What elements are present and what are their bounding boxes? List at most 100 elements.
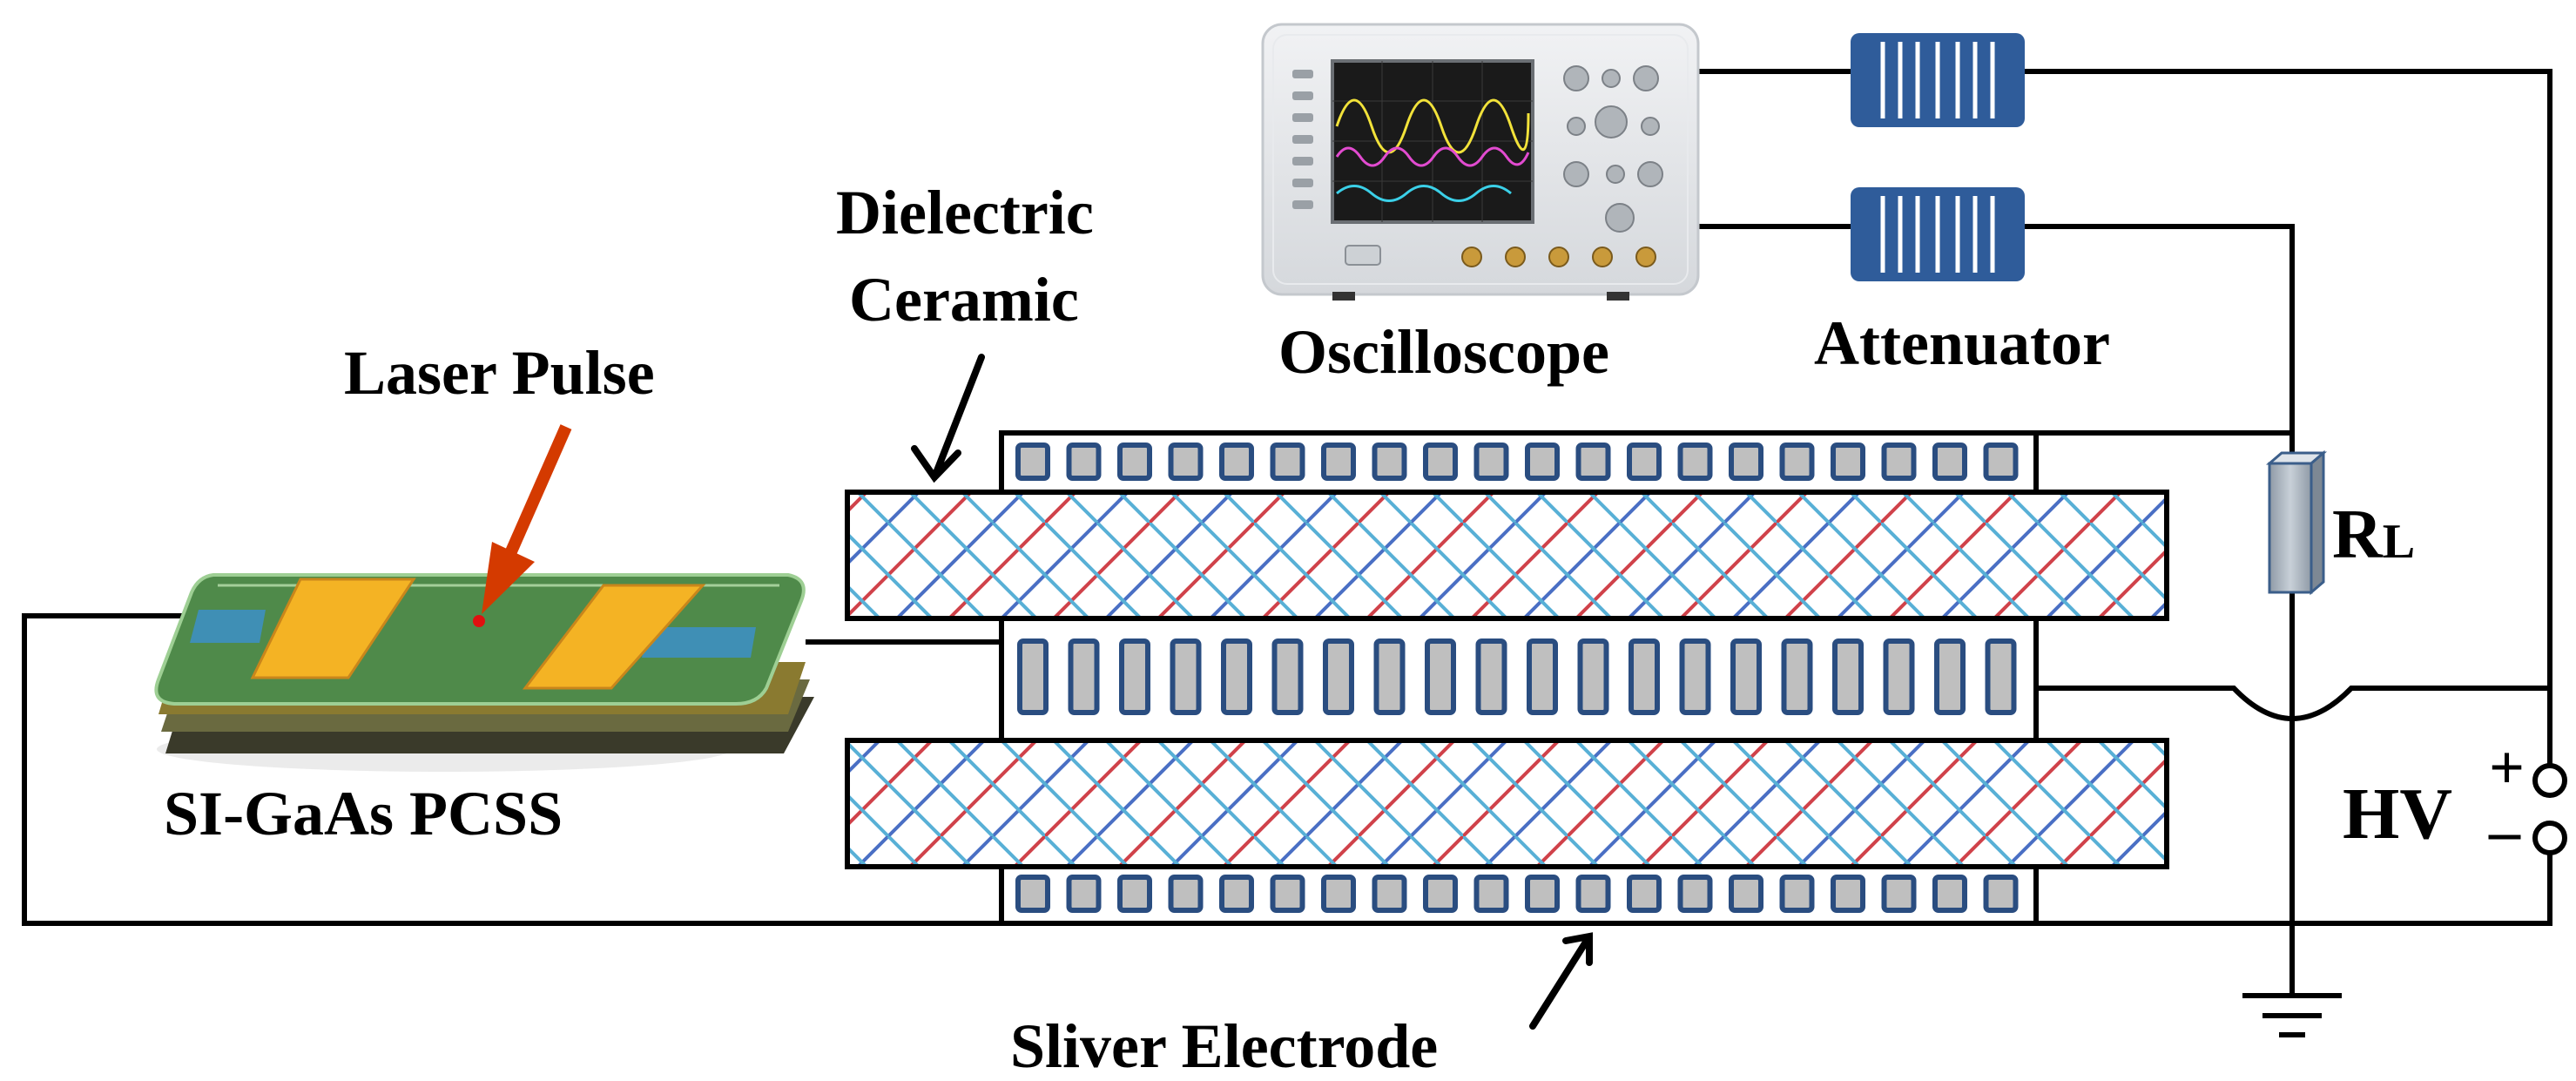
ground-icon	[2242, 993, 2342, 1037]
middle-electrode-segment	[1068, 638, 1100, 715]
attenuator-bottom	[1851, 187, 2025, 281]
top-electrode-segment	[1881, 443, 1917, 481]
top-electrode-segment	[1168, 443, 1204, 481]
silver-electrode-label: Sliver Electrode	[1010, 1011, 1438, 1081]
bottom-electrode-segment	[1575, 875, 1611, 913]
middle-electrode-segment	[1425, 638, 1456, 715]
pcss-left-electrode-pad	[250, 578, 416, 679]
middle-electrode-segment	[1119, 638, 1150, 715]
middle-electrode-segment	[1985, 638, 2017, 715]
top-electrode-segment	[1066, 443, 1102, 481]
wire-top-attenuator-to-hv-plus	[2025, 69, 2552, 764]
middle-electrode-segments	[1017, 638, 2017, 715]
top-electrode-segment	[1831, 443, 1865, 481]
top-electrode-segment	[1525, 443, 1560, 481]
laser-pulse-label: Laser Pulse	[344, 338, 655, 408]
bottom-electrode-segment	[1525, 875, 1560, 913]
top-electrode-segment	[1117, 443, 1152, 481]
middle-electrode-segment	[1373, 638, 1406, 715]
wire-pcss-left-to-bottom-electrode	[22, 613, 1010, 926]
bottom-electrode-segment	[1831, 875, 1865, 913]
top-electrode-segment	[1677, 443, 1713, 481]
load-resistor-label: RL	[2332, 497, 2415, 573]
attenuators	[1851, 33, 2025, 281]
dielectric-ceramic-arrow	[911, 354, 985, 483]
bottom-electrode-segment	[1066, 875, 1102, 913]
scope-trace-cyan	[1336, 185, 1512, 202]
top-electrode-segment	[1983, 443, 2019, 481]
bottom-electrode-segment	[1168, 875, 1204, 913]
hv-source-terminals	[2532, 763, 2567, 855]
circuit-wires	[22, 69, 2552, 993]
electrode-ceramic-stack	[845, 430, 2169, 926]
bottom-electrode-segment	[1372, 875, 1407, 913]
top-electrode-segment	[1575, 443, 1611, 481]
top-silver-electrode-plate	[999, 430, 2039, 495]
dielectric-label-line1: Dielectric	[836, 178, 1094, 247]
hv-minus-label: –	[2488, 796, 2521, 866]
wire-bottom-electrode-to-hv-minus	[2036, 854, 2552, 926]
top-electrode-segment	[1729, 443, 1763, 481]
middle-electrode-segment	[1629, 638, 1660, 715]
top-electrode-segments	[1015, 443, 2019, 481]
scope-trace-magenta	[1335, 146, 1530, 167]
pcss-label: SI-GaAs PCSS	[164, 779, 563, 848]
top-electrode-segment	[1627, 443, 1662, 481]
pcss-right-contact-tab	[642, 627, 756, 658]
middle-electrode-segment	[1577, 638, 1609, 715]
top-electrode-segment	[1779, 443, 1815, 481]
top-electrode-segment	[1932, 443, 1967, 481]
hv-label: HV	[2343, 774, 2452, 855]
load-resistor	[2265, 449, 2328, 596]
bottom-electrode-segment	[1015, 875, 1050, 913]
bottom-electrode-segment	[1270, 875, 1305, 913]
middle-electrode-segment	[1527, 638, 1558, 715]
top-electrode-segment	[1372, 443, 1407, 481]
laser-pulse-arrow-shaft	[502, 424, 572, 560]
bottom-electrode-segment	[1473, 875, 1509, 913]
middle-electrode-segment	[1323, 638, 1354, 715]
bottom-electrode-segment	[1932, 875, 1967, 913]
labels: Dielectric Ceramic Laser Pulse Oscillosc…	[164, 178, 2525, 1081]
bottom-electrode-segment	[1321, 875, 1356, 913]
hv-plus-terminal	[2532, 763, 2567, 798]
bottom-electrode-segments	[1015, 875, 2019, 913]
wire-middle-electrode-crossover-to-hv	[2036, 686, 2550, 721]
middle-electrode-segment	[1781, 638, 1813, 715]
laser-spot	[473, 615, 485, 627]
bottom-electrode-segment	[1423, 875, 1458, 913]
bottom-electrode-segment	[1729, 875, 1763, 913]
load-resistor-label-main: R	[2332, 497, 2384, 573]
top-electrode-segment	[1270, 443, 1305, 481]
attenuator-label: Attenuator	[1814, 308, 2110, 378]
top-electrode-segment	[1015, 443, 1050, 481]
pcss-left-contact-tab	[190, 610, 266, 643]
middle-electrode-segment	[1475, 638, 1507, 715]
middle-silver-electrode-plate	[999, 616, 2039, 743]
bottom-silver-electrode-plate	[999, 864, 2039, 926]
oscilloscope-icon	[1261, 23, 1700, 301]
oscilloscope-label: Oscilloscope	[1278, 317, 1609, 387]
top-electrode-segment	[1321, 443, 1356, 481]
bottom-electrode-segment	[1983, 875, 2019, 913]
bottom-electrode-segment	[1677, 875, 1713, 913]
middle-electrode-segment	[1730, 638, 1762, 715]
middle-electrode-segment	[1832, 638, 1864, 715]
hv-minus-terminal	[2532, 821, 2567, 855]
hv-plus-label: +	[2489, 733, 2525, 802]
bottom-electrode-segment	[1117, 875, 1152, 913]
top-electrode-segment	[1423, 443, 1458, 481]
scope-trace-yellow	[1335, 98, 1530, 154]
middle-electrode-segment	[1017, 638, 1049, 715]
annotation-arrows	[482, 354, 1593, 1030]
middle-electrode-segment	[1170, 638, 1202, 715]
middle-electrode-segment	[1679, 638, 1711, 715]
load-resistor-label-sub: L	[2383, 515, 2415, 569]
bottom-electrode-segment	[1627, 875, 1662, 913]
silver-electrode-arrow	[1529, 932, 1593, 1030]
middle-electrode-segment	[1271, 638, 1304, 715]
wire-bottom-attenuator-to-resistor	[2025, 224, 2295, 462]
dielectric-label-line2: Ceramic	[849, 265, 1079, 334]
attenuator-top	[1851, 33, 2025, 127]
